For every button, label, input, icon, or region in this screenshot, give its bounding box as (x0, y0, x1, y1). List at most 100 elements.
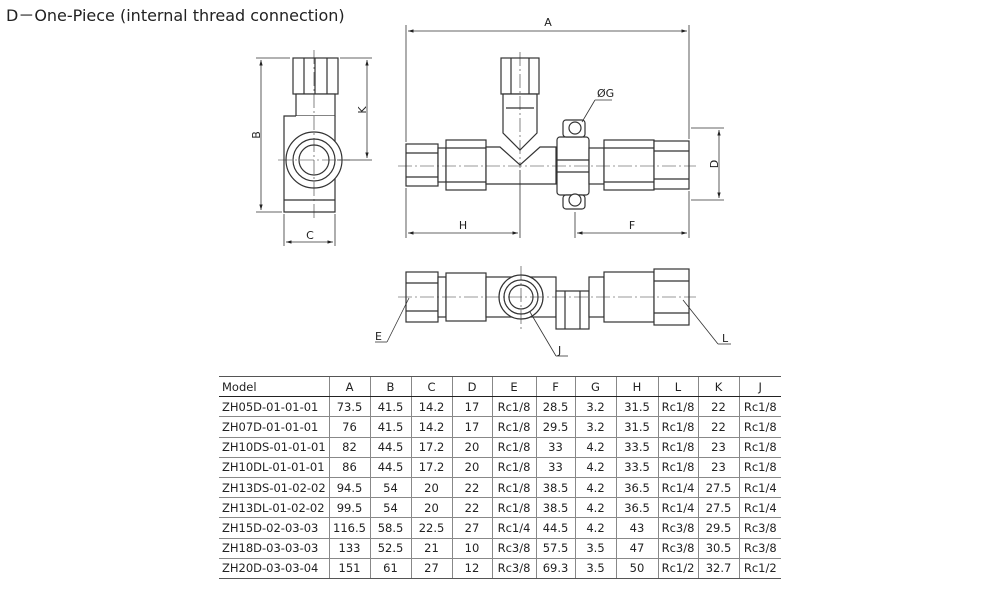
value-cell: 43 (615, 517, 658, 539)
value-cell: 58.5 (369, 517, 411, 539)
value-cell: 14.2 (410, 416, 452, 438)
value-cell: 33.5 (615, 437, 658, 458)
value-cell: 20 (410, 497, 452, 519)
value-cell: 36.5 (615, 477, 658, 499)
model-cell: ZH13DS-01-02-02 (219, 477, 329, 499)
value-cell: 44.5 (535, 517, 575, 539)
column-header: J (738, 375, 781, 398)
front-view (398, 52, 696, 210)
column-header: B (369, 375, 411, 398)
value-cell: Rc1/8 (491, 396, 536, 418)
value-cell: Rc1/4 (738, 477, 781, 499)
value-cell: 21 (410, 538, 452, 559)
value-cell: 17.2 (410, 437, 452, 458)
value-cell: 94.5 (328, 477, 370, 499)
dim-label-a: A (544, 16, 552, 29)
value-cell: 3.5 (574, 558, 616, 579)
dim-label-k: K (356, 106, 369, 114)
value-cell: 44.5 (369, 437, 411, 458)
value-cell: 27 (410, 558, 452, 579)
value-cell: 76 (328, 416, 370, 438)
dim-label-l: L (722, 332, 729, 345)
value-cell: 57.5 (535, 538, 575, 559)
value-cell: 38.5 (535, 497, 575, 519)
side-view (278, 50, 350, 218)
value-cell: 38.5 (535, 477, 575, 499)
value-cell: Rc1/8 (657, 437, 698, 458)
value-cell: 29.5 (535, 416, 575, 438)
value-cell: 22.5 (410, 517, 452, 539)
model-cell: ZH07D-01-01-01 (219, 416, 329, 438)
value-cell: Rc3/8 (491, 558, 536, 579)
value-cell: 47 (615, 538, 658, 559)
value-cell: 133 (328, 538, 370, 559)
front-view-dimensions (405, 25, 724, 238)
value-cell: 4.2 (574, 497, 616, 519)
value-cell: 33 (535, 437, 575, 458)
value-cell: 99.5 (328, 497, 370, 519)
value-cell: 54 (369, 477, 411, 499)
value-cell: Rc1/8 (491, 416, 536, 438)
value-cell: 14.2 (410, 396, 452, 418)
value-cell: 31.5 (615, 396, 658, 418)
value-cell: 29.5 (697, 517, 739, 539)
dim-label-h: H (459, 219, 467, 232)
value-cell: 61 (369, 558, 411, 579)
value-cell: Rc1/8 (657, 396, 698, 418)
side-view-dimensions (256, 57, 372, 246)
value-cell: Rc3/8 (657, 517, 698, 539)
model-cell: ZH18D-03-03-03 (219, 538, 329, 559)
model-cell: ZH13DL-01-02-02 (219, 497, 329, 519)
value-cell: 20 (410, 477, 452, 499)
value-cell: 17 (451, 416, 492, 438)
value-cell: 23 (697, 437, 739, 458)
value-cell: 28.5 (535, 396, 575, 418)
section-title: D－One-Piece (internal thread connection) (6, 6, 345, 25)
value-cell: 31.5 (615, 416, 658, 438)
value-cell: Rc1/8 (738, 457, 781, 478)
column-header: H (615, 375, 658, 398)
value-cell: Rc1/8 (738, 396, 781, 418)
value-cell: 50 (615, 558, 658, 579)
column-header: E (491, 375, 536, 398)
value-cell: 33 (535, 457, 575, 478)
value-cell: Rc3/8 (491, 538, 536, 559)
value-cell: 23 (697, 457, 739, 478)
value-cell: 27.5 (697, 497, 739, 519)
column-header: G (574, 375, 616, 398)
value-cell: Rc1/8 (657, 457, 698, 478)
value-cell: 69.3 (535, 558, 575, 579)
dim-label-d: D (708, 160, 721, 168)
value-cell: 36.5 (615, 497, 658, 519)
value-cell: 27 (451, 517, 492, 539)
value-cell: Rc1/4 (491, 517, 536, 539)
value-cell: Rc1/8 (657, 416, 698, 438)
value-cell: Rc1/8 (491, 477, 536, 499)
value-cell: 22 (451, 477, 492, 499)
value-cell: Rc1/8 (491, 497, 536, 519)
model-cell: ZH15D-02-03-03 (219, 517, 329, 539)
value-cell: 27.5 (697, 477, 739, 499)
column-header: L (657, 375, 698, 398)
value-cell: Rc1/2 (657, 558, 698, 579)
dim-label-j: J (557, 344, 561, 357)
value-cell: 151 (328, 558, 370, 579)
value-cell: 54 (369, 497, 411, 519)
dim-label-e: E (375, 330, 382, 343)
model-cell: ZH05D-01-01-01 (219, 396, 329, 418)
value-cell: 41.5 (369, 416, 411, 438)
value-cell: 22 (697, 416, 739, 438)
value-cell: 4.2 (574, 517, 616, 539)
value-cell: Rc1/4 (738, 497, 781, 519)
dim-label-c: C (306, 229, 314, 242)
value-cell: 17 (451, 396, 492, 418)
model-cell: ZH10DL-01-01-01 (219, 457, 329, 478)
value-cell: 73.5 (328, 396, 370, 418)
